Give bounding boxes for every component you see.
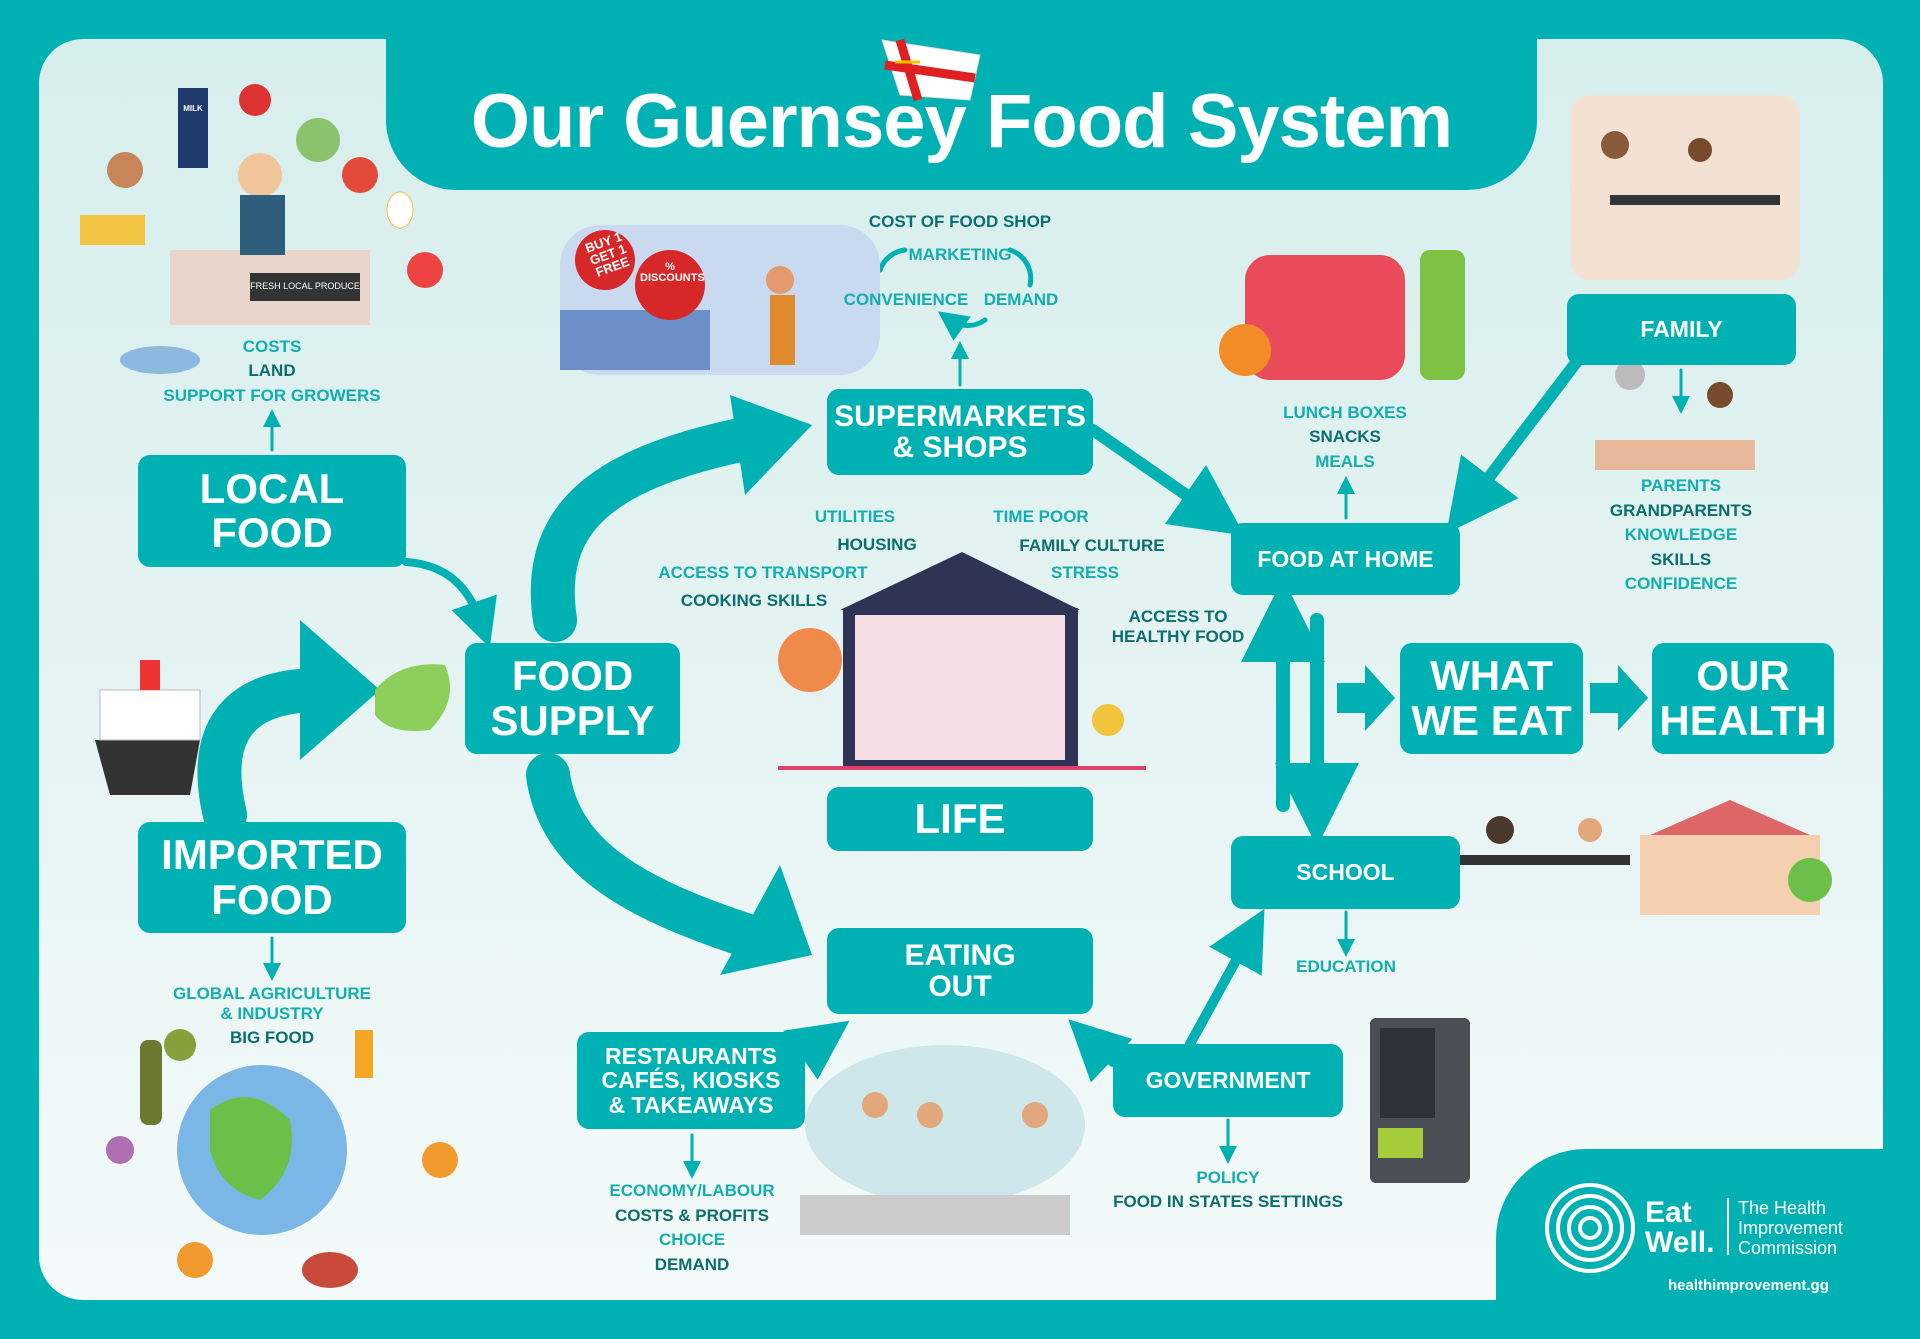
factor-text: COSTS [242,337,302,356]
website-url: healthimprovement.gg [1668,1277,1829,1294]
factor-text: PARENTS [1641,476,1721,495]
factor-text: KNOWLEDGE [1624,525,1738,544]
factor-text: ECONOMY/LABOUR [609,1181,775,1200]
factor-text: DEMAND [983,290,1059,309]
org-name-line-1: The Health [1738,1198,1827,1218]
government-to-school-arrow [1185,908,1265,1049]
factor-text: COSTS & PROFITS [615,1206,769,1225]
factor-text: DEMAND [654,1255,730,1274]
org-name-line-2: Improvement [1738,1218,1844,1238]
our-health-box: OUR HEALTH [1652,643,1834,754]
factor-text: SNACKS [1309,427,1381,446]
kitchen-family-illustration [1570,95,1800,280]
supermarkets-arrowhead [730,395,812,495]
market-stall-illustration [80,84,443,374]
factor-text: UTILITIES [814,507,896,526]
factor-text: STRESS [1050,563,1120,582]
government-to-eatingout-arrow [1068,1019,1133,1083]
house-illustration [778,552,1146,770]
restaurants-to-eatingout-arrow [783,1020,850,1080]
factor-text: MARKETING [908,245,1012,264]
factor-text: GLOBAL AGRICULTURE [172,984,372,1003]
imported-arrow [197,668,342,837]
supermarkets-to-home-arrow [1087,424,1245,536]
what-we-eat-box: WHAT WE EAT [1400,643,1583,754]
ship-illustration [95,660,201,795]
factor-text: FOOD IN STATES SETTINGS [1113,1192,1343,1211]
restaurants-box: RESTAURANTS CAFÉS, KIOSKS & TAKEAWAYS [577,1032,805,1129]
family-box: FAMILY [1567,294,1796,365]
school-illustration [1460,800,1832,915]
lunchbox-illustration [1219,250,1465,380]
eating-out-box: EATING OUT [827,928,1093,1014]
marketing-cycle [877,247,1034,326]
logo-well: Well. [1645,1226,1715,1259]
to-our-health-arrow [1590,665,1648,731]
grandparent-child-illustration [1595,360,1755,470]
factor-text: SKILLS [1650,550,1712,569]
factor-text: HOUSING [837,535,917,554]
local-food-box: LOCAL FOOD [138,455,406,567]
factor-text: TIME POOR [993,507,1089,526]
eatingout-arrowhead [720,865,812,975]
imported-arrowhead [300,620,380,760]
factor-text: HEALTHY FOOD [1111,627,1245,646]
factor-text: COST OF FOOD SHOP [868,212,1052,231]
factor-text: CONFIDENCE [1624,574,1738,593]
factor-text: CONVENIENCE [843,290,969,309]
family-to-home-arrow [1446,354,1584,534]
vending-machine-illustration [1370,1018,1470,1183]
supermarket-illustration [560,225,880,375]
logo-eat: Eat [1645,1196,1692,1229]
logo-panel [1496,1149,1920,1339]
factor-text: MEALS [1315,452,1375,471]
factor-text: LAND [248,361,296,380]
globe-illustration [106,1029,458,1288]
factor-text: ACCESS TO [1128,607,1228,626]
local-to-supply-arrow [402,558,497,648]
factor-text: GRANDPARENTS [1609,501,1753,520]
factor-text: BIG FOOD [229,1028,315,1047]
shop-sign-text: FRESH LOCAL PRODUCE [250,281,360,291]
factor-text: POLICY [1196,1168,1260,1187]
imported-food-box: IMPORTED FOOD [138,822,406,933]
food-supply-box: FOOD SUPPLY [465,643,680,754]
chefs-kitchen-illustration [800,1045,1085,1235]
food-at-home-box: FOOD AT HOME [1231,523,1460,595]
factor-text: CHOICE [658,1230,726,1249]
school-box: SCHOOL [1231,836,1460,909]
milk-carton-text: MILK [183,104,203,113]
factor-text: & INDUSTRY [220,1004,324,1023]
government-box: GOVERNMENT [1113,1044,1343,1117]
org-name-line-3: Commission [1738,1238,1838,1258]
factor-text: ACCESS TO TRANSPORT [658,563,868,582]
guernsey-island [375,664,450,731]
discount-badge-text: % DISCOUNTS [640,261,705,284]
life-box: LIFE [827,787,1093,851]
supply-to-eatingout-arrow [526,753,767,957]
to-what-we-eat-arrow [1337,665,1395,731]
factor-text: FAMILY CULTURE [1019,536,1165,555]
factor-text: COOKING SKILLS [680,591,828,610]
guernsey-flag-icon [881,38,981,102]
factor-text: EDUCATION [1296,957,1396,976]
supermarkets-box: SUPERMARKETS & SHOPS [827,389,1093,475]
supply-to-supermarkets-arrow [530,418,762,642]
factor-text: LUNCH BOXES [1283,403,1407,422]
factor-text: SUPPORT FOR GROWERS [163,386,381,405]
